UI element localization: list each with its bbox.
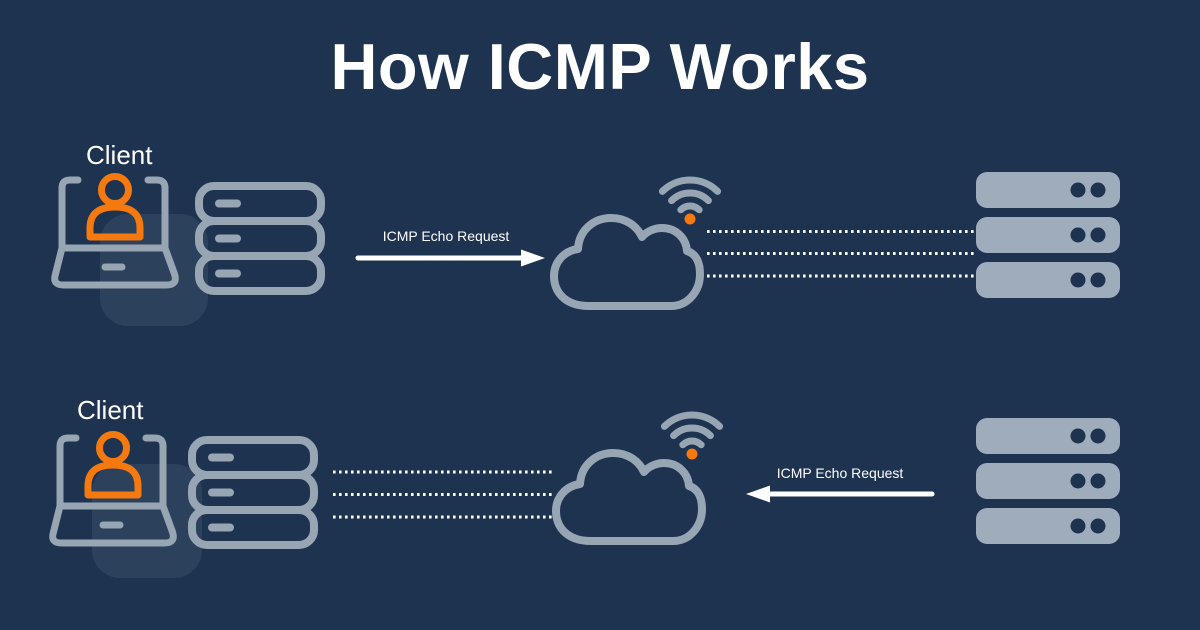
page-title: How ICMP Works bbox=[330, 30, 870, 103]
laptop-user-icon bbox=[49, 431, 177, 547]
arrow-label: ICMP Echo Request bbox=[382, 228, 510, 244]
client-label: Client bbox=[86, 140, 153, 170]
dotted-link-lines bbox=[707, 230, 974, 278]
right-arrow-icon bbox=[355, 249, 545, 267]
server-stack-filled-icon bbox=[976, 418, 1120, 544]
user-icon bbox=[84, 431, 142, 499]
wifi-icon bbox=[658, 176, 722, 225]
server-stack-filled-icon bbox=[976, 172, 1120, 298]
laptop-user-icon bbox=[51, 173, 179, 289]
cloud-icon bbox=[552, 449, 706, 545]
left-arrow-icon bbox=[746, 485, 935, 503]
cloud-icon bbox=[550, 214, 704, 310]
dotted-link-lines bbox=[333, 470, 553, 519]
wifi-icon bbox=[660, 411, 724, 460]
server-stack-outline-icon bbox=[188, 436, 318, 549]
client-label: Client bbox=[77, 395, 144, 425]
laptop-shadow-tile bbox=[92, 464, 202, 578]
arrow-label: ICMP Echo Request bbox=[776, 465, 904, 481]
cloud-wifi-icon bbox=[550, 176, 722, 310]
cloud-wifi-icon bbox=[552, 411, 724, 545]
user-icon bbox=[86, 173, 144, 241]
server-stack-outline-icon bbox=[195, 182, 325, 295]
